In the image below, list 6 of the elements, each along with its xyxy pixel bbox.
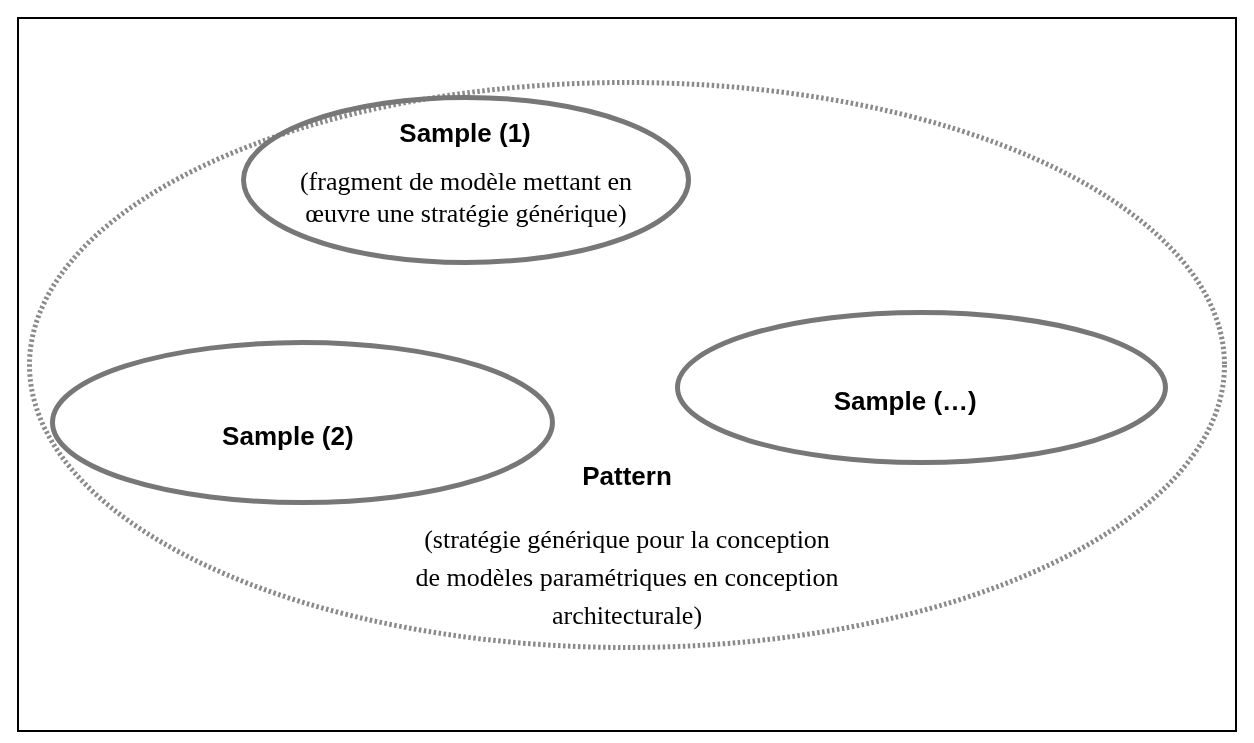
node-title: Sample (1)	[398, 116, 532, 149]
node-title: Pattern	[581, 460, 673, 493]
node-title: Sample (2)	[221, 420, 355, 452]
node-title: Sample (…)	[832, 384, 978, 417]
node-description: (stratégie générique pour la conception de modèles paramétriques en conception architecturale)	[414, 524, 840, 632]
node-description: (fragment de modèle mettant en œuvre une stratégie générique)	[298, 166, 633, 230]
